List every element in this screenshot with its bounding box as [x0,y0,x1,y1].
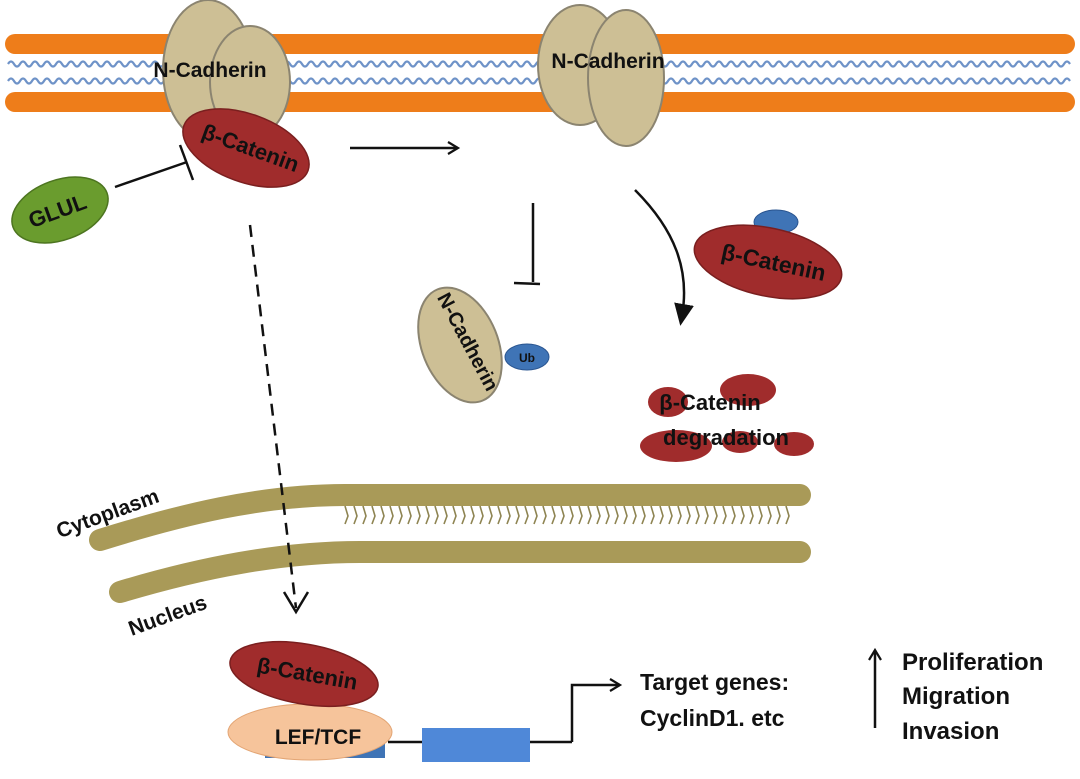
degradation-fragment [720,374,776,406]
arrow-icon [282,591,310,615]
ubiquitin-label: Ub [519,351,535,365]
ncadherin-dimer-right: N-Cadherin [537,4,665,147]
inhibition-bar [513,281,541,286]
lef-tcf-label: LEF/TCF [275,726,361,749]
nuclear-membrane-inner [109,541,811,603]
arrow-icon [634,189,694,326]
target-gene-box [422,728,530,762]
outcome-migration: Migration [902,683,1010,710]
degradation-fragment [648,387,688,417]
ubiquitinated-ncadherin: N-Cadherin Ub [417,286,550,404]
glul-ellipse [11,176,109,244]
inhibition-bar [178,144,195,181]
ubiquitin-tag [504,343,550,371]
beta-catenin-nuclear [229,640,379,708]
nuclear-membrane-outer [89,484,811,551]
nuclear-lipid-tails [344,505,790,525]
degradation-label-line1: β-Catenin [659,390,760,415]
target-genes-line2: CyclinD1. etc [640,705,785,731]
degradation-fragment [774,432,814,456]
ncadherin-label: N-Cadherin [153,59,266,82]
nuclear-transcription-complex: LEF/TCF β-Catenin [227,640,623,762]
beta-catenin-ellipse [693,224,843,300]
beta-catenin-degradation: β-Catenin degradation [640,374,814,462]
ncadherin-label: N-Cadherin [551,50,664,73]
glul-node: GLUL [11,144,195,244]
outcome-invasion: Invasion [902,718,999,745]
degradation-fragment [722,431,758,453]
translocation-dashed-arrow [248,224,298,609]
ubiquitinated-beta-catenin: β-Catenin [693,209,843,300]
nucleus-label: Nucleus [125,591,210,641]
degradation-fragment [640,430,712,462]
degradation-label-line2: degradation [663,425,789,450]
t-bar-inhibition-icon [114,160,188,189]
nuclear-membrane [89,484,811,603]
ncadherin-ellipse [417,286,503,404]
beta-catenin-membrane [182,108,310,188]
outcome-proliferation: Proliferation [902,649,1043,676]
transcription-arrow-icon [570,678,623,742]
ncadherin-subunit [587,9,665,147]
ncadherin-complex-left: N-Cadherin β-Catenin [153,0,310,188]
target-genes-line1: Target genes: [640,669,789,695]
